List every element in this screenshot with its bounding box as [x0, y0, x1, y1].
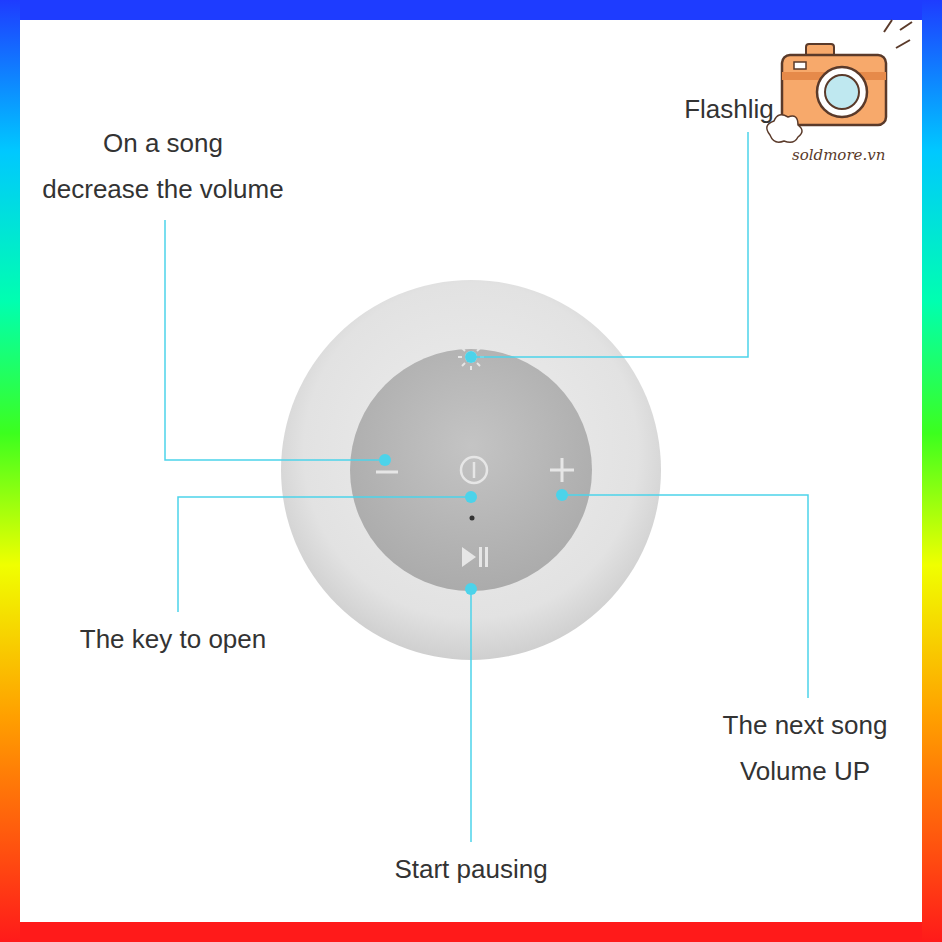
callout-label: Start pausing	[394, 846, 547, 892]
watermark-text: soldmore.vn	[792, 146, 885, 164]
callout-label: The next song Volume UP	[723, 702, 888, 794]
frame-right	[922, 0, 942, 942]
callout-label: On a song decrease the volume	[42, 120, 283, 212]
leader-dots	[379, 351, 568, 595]
callout-label: Flashlig	[684, 86, 774, 132]
button-panel	[350, 349, 592, 591]
plus-icon	[550, 458, 574, 482]
minus-icon	[376, 471, 398, 474]
frame-bottom	[0, 922, 942, 942]
frame-top	[0, 0, 942, 20]
power-icon	[461, 457, 487, 483]
play-pause-icon	[462, 547, 488, 567]
leader-lines	[165, 132, 808, 842]
callout-label: The key to open	[80, 616, 266, 662]
watermark-logo	[767, 20, 912, 142]
frame-left	[0, 0, 20, 942]
mic-hole	[470, 516, 475, 521]
